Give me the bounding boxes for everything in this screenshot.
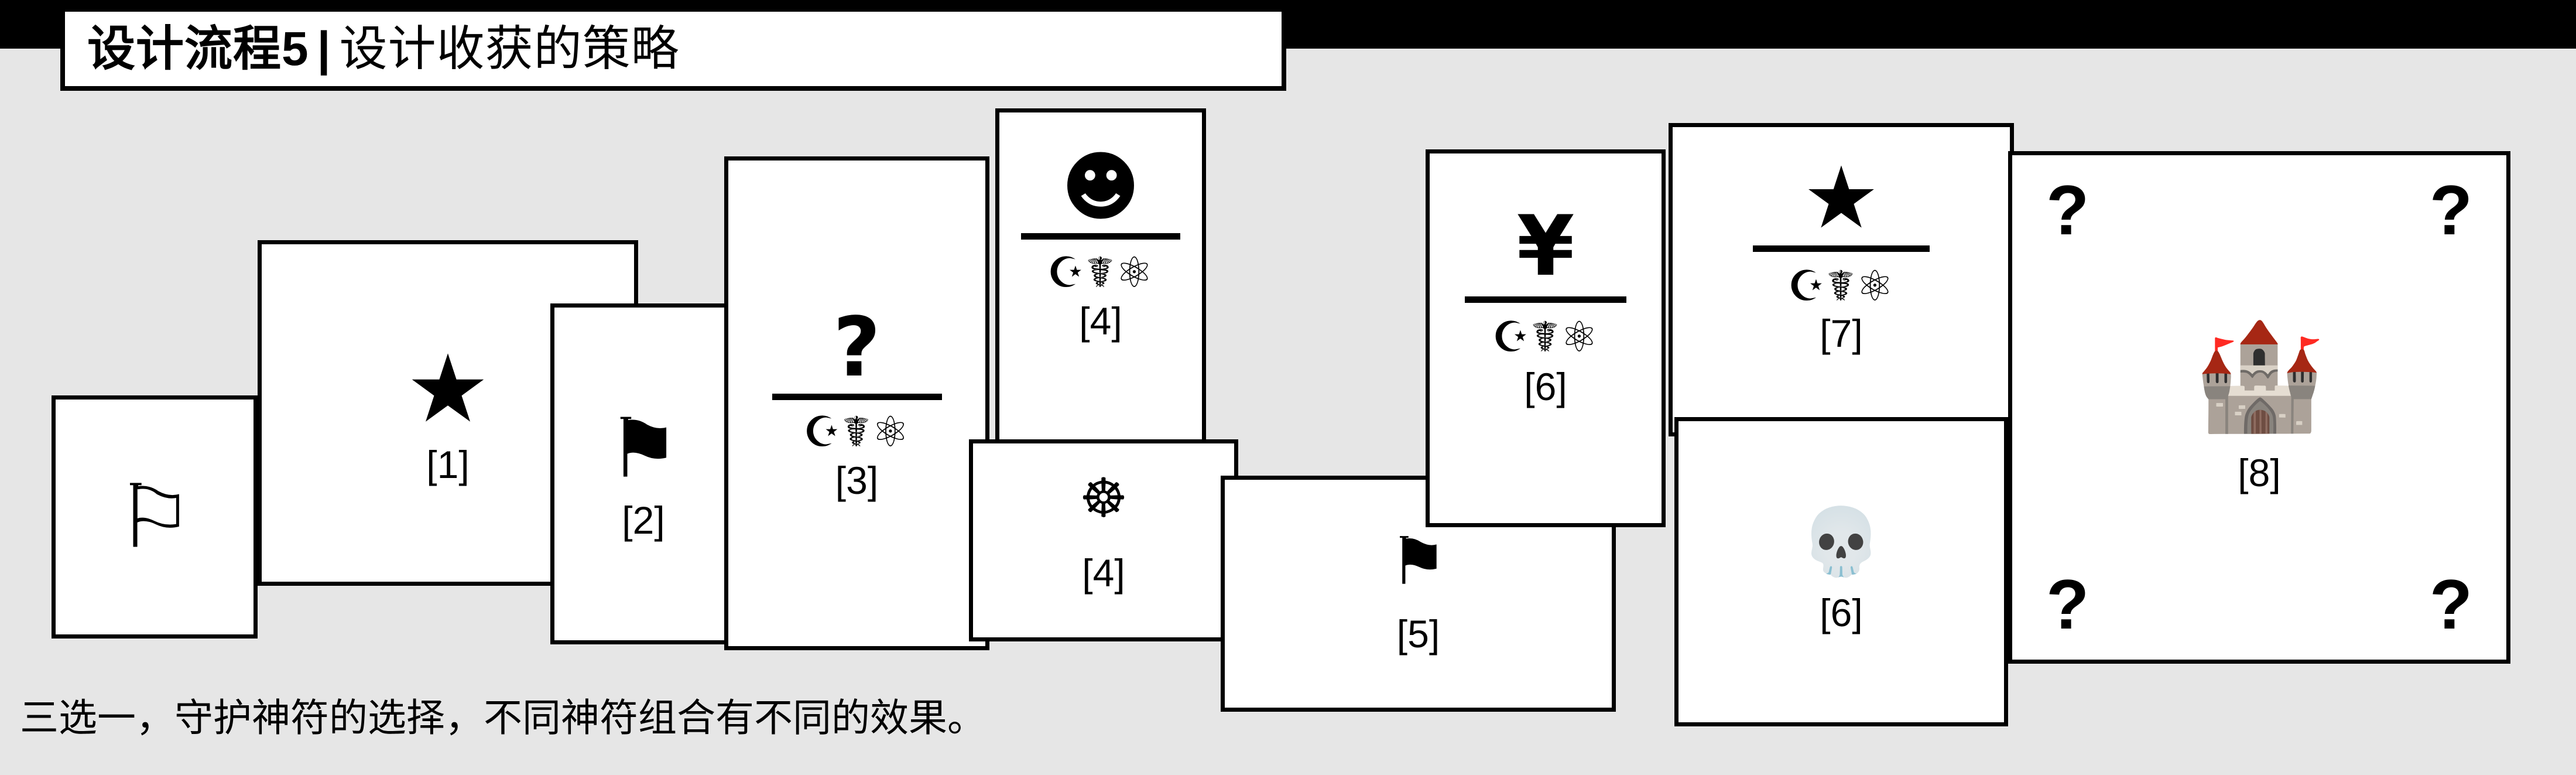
card-8[interactable]: ? ? ? ? 🏰 [8] — [2008, 151, 2510, 664]
skull-icon: 💀 — [1800, 504, 1882, 580]
question-mark-icon: ? — [2429, 171, 2472, 250]
flag-filled-icon: ⚑ — [1389, 524, 1448, 600]
card-4-smiley[interactable]: ☻ ☪☤⚛ [4] — [995, 108, 1206, 448]
rune-row: ☪☤⚛ — [803, 407, 911, 456]
title-separator: | — [317, 22, 331, 76]
question-mark-icon: ? — [2046, 171, 2089, 250]
question-mark-icon: ? — [833, 300, 881, 395]
title-rest-part: 设计收获的策略 — [339, 22, 680, 76]
card-index-label: [2] — [622, 499, 665, 542]
card-divider — [1753, 245, 1930, 252]
card-index-label: [3] — [835, 459, 879, 502]
card-index-label: [1] — [426, 443, 470, 486]
smiley-face-icon: ☻ — [1061, 142, 1140, 231]
card-divider — [1465, 296, 1626, 303]
card-7[interactable]: ★ ☪☤⚛ [7] — [1669, 123, 2014, 436]
yen-sign-icon: ¥ — [1516, 198, 1575, 295]
card-index-label: [6] — [1820, 591, 1863, 634]
rune-row: ☪☤⚛ — [1787, 261, 1895, 310]
castle-icon: 🏰 — [2193, 314, 2325, 437]
card-index-label: [8] — [2238, 450, 2281, 494]
page-title: 设计流程5|设计收获的策略 — [65, 25, 680, 73]
card-index-label: [7] — [1820, 312, 1863, 355]
card-3[interactable]: ? ☪☤⚛ [3] — [724, 156, 989, 650]
question-mark-icon: ? — [2429, 565, 2472, 644]
title-box: 设计流程5|设计收获的策略 — [60, 7, 1286, 91]
card-index-label: [4] — [1082, 551, 1125, 595]
card-divider — [1021, 233, 1180, 240]
card-6-skull[interactable]: 💀 [6] — [1674, 417, 2008, 726]
dharma-wheel-icon: ☸ — [1079, 467, 1128, 530]
flag-filled-icon: ⚑ — [607, 401, 680, 497]
rune-row: ☪☤⚛ — [1047, 248, 1155, 297]
slide-caption: 三选一，守护神符的选择，不同神符组合有不同的效果。 — [20, 696, 986, 739]
card-2[interactable]: ⚑ [2] — [550, 303, 737, 644]
title-bold-part: 设计流程5 — [87, 22, 309, 76]
card-4-wheel[interactable]: ☸ [4] — [969, 439, 1238, 641]
card-index-label: [6] — [1524, 365, 1567, 408]
rune-row: ☪☤⚛ — [1492, 312, 1599, 361]
flag-outline-icon: ⚐ — [115, 466, 194, 568]
card-index-label: [4] — [1079, 299, 1122, 343]
card-divider — [772, 394, 942, 400]
star-icon: ★ — [1803, 148, 1880, 248]
star-icon: ★ — [406, 334, 490, 443]
card-6-yen[interactable]: ¥ ☪☤⚛ [6] — [1426, 149, 1666, 527]
card-flag-outline[interactable]: ⚐ — [52, 395, 258, 639]
card-index-label: [5] — [1396, 612, 1440, 655]
question-mark-icon: ? — [2046, 565, 2089, 644]
